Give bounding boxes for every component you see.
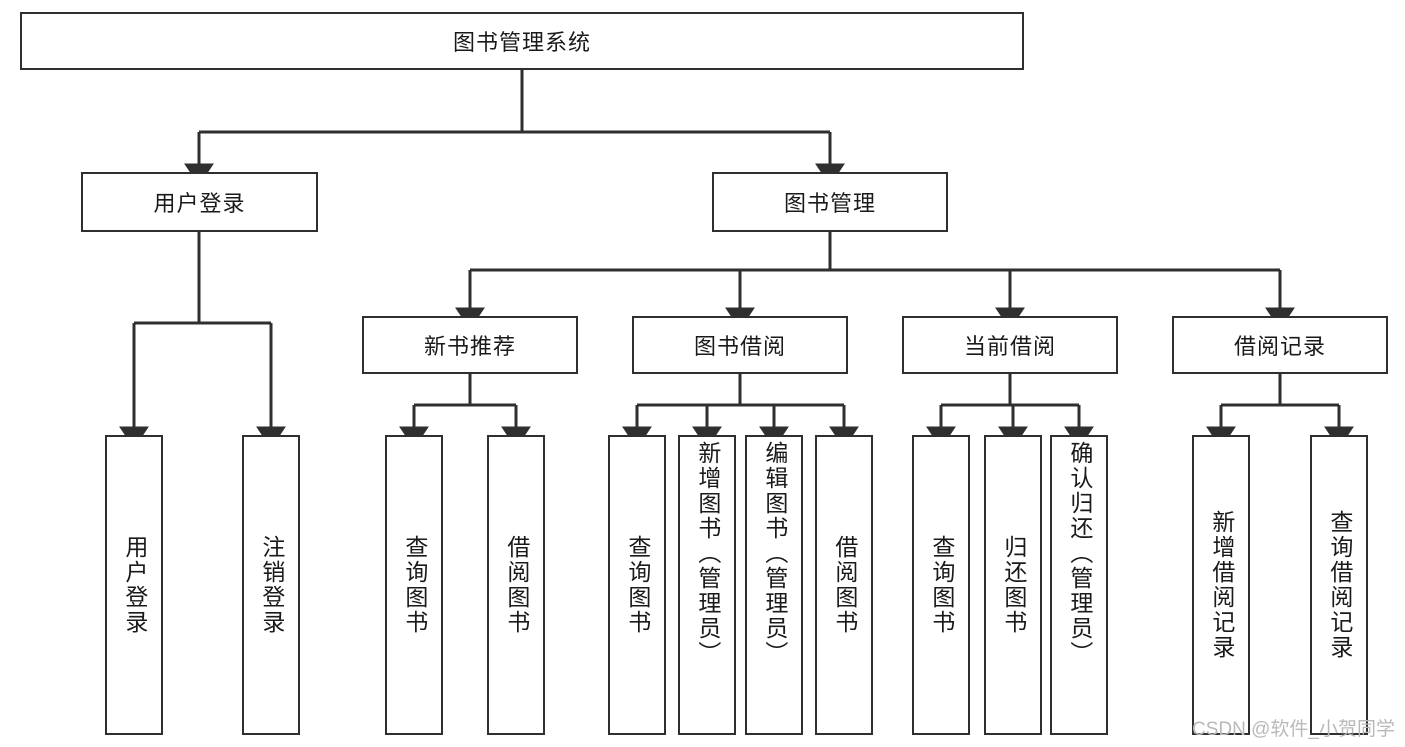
leaf-add-book-admin[interactable]: 新增图书（管理员） [678, 435, 736, 735]
leaf-query-book-current[interactable]: 查询图书 [912, 435, 970, 735]
leaf-query-borrow-record[interactable]: 查询借阅记录 [1310, 435, 1368, 735]
leaf-logout-label: 注销登录 [258, 535, 285, 635]
edge-group-current-borrow [926, 374, 1094, 449]
leaf-query-book-recommend-label: 查询图书 [401, 535, 428, 635]
leaf-borrow-book-label: 借阅图书 [831, 535, 858, 635]
leaf-edit-book-admin-label: 编辑图书（管理员） [761, 441, 788, 666]
leaf-query-book-recommend[interactable]: 查询图书 [385, 435, 443, 735]
leaf-edit-book-admin[interactable]: 编辑图书（管理员） [745, 435, 803, 735]
leaf-add-borrow-record-label: 新增借阅记录 [1208, 510, 1235, 660]
leaf-user-login-label: 用户登录 [121, 535, 148, 635]
node-user-login-label: 用户登录 [153, 191, 246, 216]
leaf-borrow-book-recommend[interactable]: 借阅图书 [487, 435, 545, 735]
leaf-logout[interactable]: 注销登录 [242, 435, 300, 735]
edge-group-user-login [119, 232, 286, 449]
node-book-management-label: 图书管理 [783, 191, 876, 216]
node-current-borrow-label: 当前借阅 [963, 334, 1056, 359]
node-book-management[interactable]: 图书管理 [712, 172, 948, 232]
leaf-query-book-borrow[interactable]: 查询图书 [608, 435, 666, 735]
edge-group-book-mgmt [455, 232, 1295, 330]
node-borrow-records-label: 借阅记录 [1233, 334, 1326, 359]
leaf-confirm-return-admin[interactable]: 确认归还（管理员） [1050, 435, 1108, 735]
edge-group-root [184, 70, 845, 186]
leaf-add-borrow-record[interactable]: 新增借阅记录 [1192, 435, 1250, 735]
node-root[interactable]: 图书管理系统 [20, 12, 1024, 70]
node-book-borrow[interactable]: 图书借阅 [632, 316, 848, 374]
leaf-add-book-admin-label: 新增图书（管理员） [694, 441, 721, 666]
leaf-confirm-return-admin-label: 确认归还（管理员） [1066, 441, 1093, 666]
node-current-borrow[interactable]: 当前借阅 [902, 316, 1118, 374]
leaf-borrow-book[interactable]: 借阅图书 [815, 435, 873, 735]
node-user-login[interactable]: 用户登录 [81, 172, 318, 232]
leaf-user-login[interactable]: 用户登录 [105, 435, 163, 735]
leaf-return-book-label: 归还图书 [1000, 535, 1027, 635]
edge-group-new-books [399, 374, 531, 449]
edge-group-records [1206, 374, 1354, 449]
leaf-query-book-current-label: 查询图书 [928, 535, 955, 635]
node-new-book-recommend-label: 新书推荐 [423, 334, 516, 359]
leaf-return-book[interactable]: 归还图书 [984, 435, 1042, 735]
node-root-label: 图书管理系统 [452, 30, 591, 55]
leaf-borrow-book-recommend-label: 借阅图书 [503, 535, 530, 635]
node-new-book-recommend[interactable]: 新书推荐 [362, 316, 578, 374]
edge-group-borrow [622, 374, 859, 449]
node-book-borrow-label: 图书借阅 [693, 334, 786, 359]
leaf-query-borrow-record-label: 查询借阅记录 [1326, 510, 1353, 660]
node-borrow-records[interactable]: 借阅记录 [1172, 316, 1388, 374]
leaf-query-book-borrow-label: 查询图书 [624, 535, 651, 635]
